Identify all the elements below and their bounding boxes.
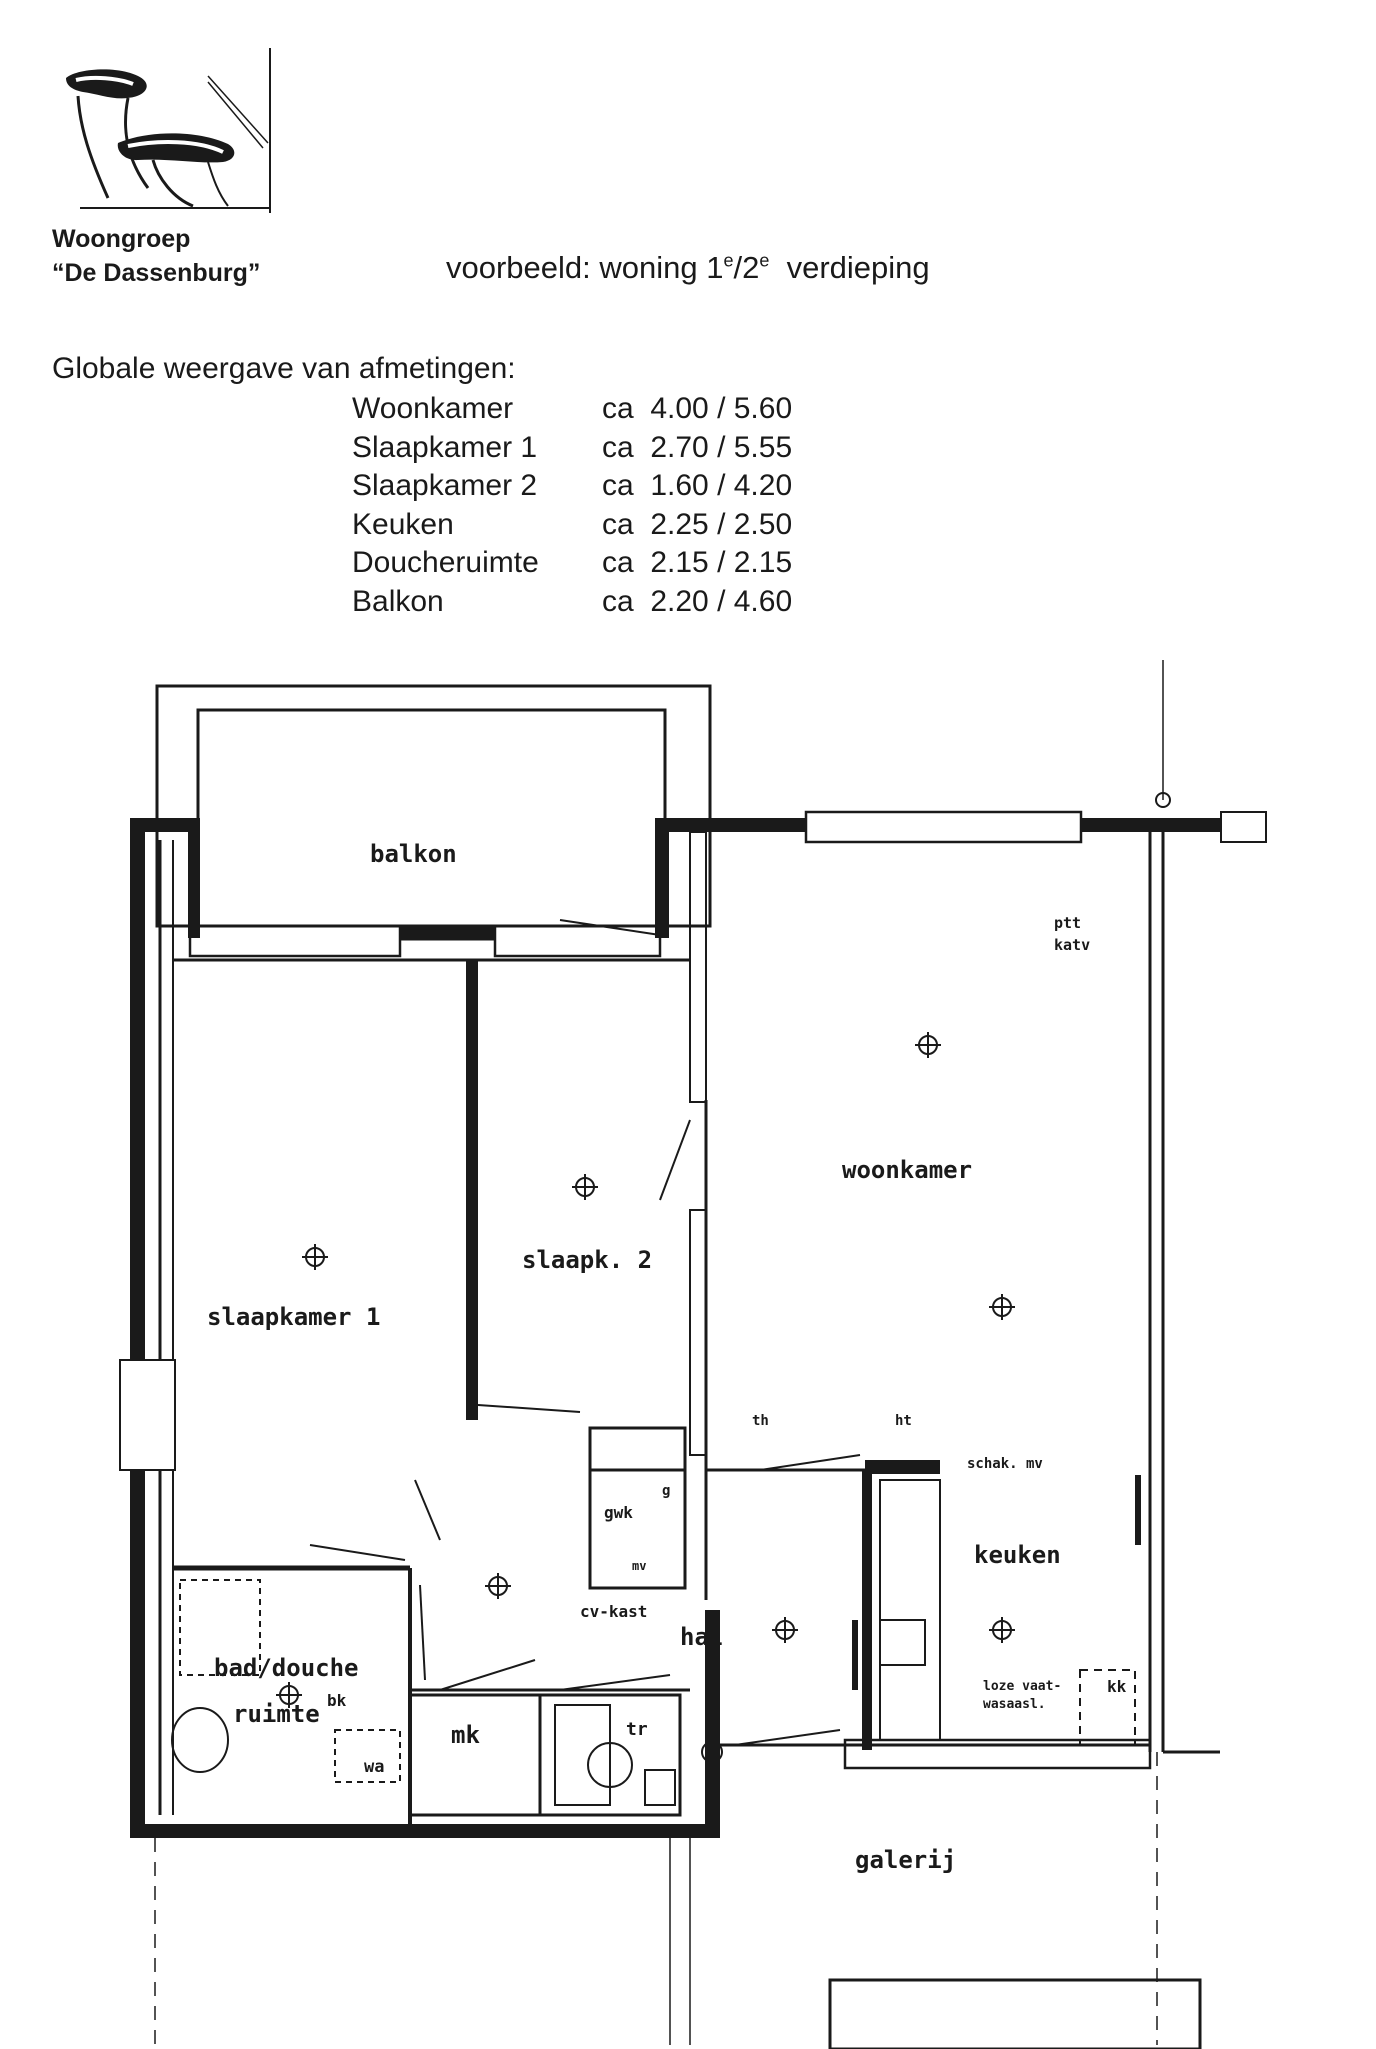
dassenburg-logo <box>66 48 271 213</box>
interior-walls <box>173 958 1136 1824</box>
room-name: Balkon <box>352 584 444 618</box>
room-dimensions: ca 1.60 / 4.20 <box>602 469 793 503</box>
dimensions-row: Slaapkamer 2 ca 1.60 / 4.20 <box>352 467 792 506</box>
room-dimensions: ca 4.00 / 5.60 <box>602 392 793 426</box>
room-dimensions: ca 2.25 / 2.50 <box>602 507 793 541</box>
dimensions-table: Woonkamer ca 4.00 / 5.60 Slaapkamer 1 ca 2… <box>352 390 792 621</box>
floor-plan: balkon slaapkamer 1 slaapk. 2 woonkamer … <box>119 660 1267 2049</box>
org-line-2: “De Dassenburg” <box>52 259 261 287</box>
subtitle-suffix: verdieping <box>786 250 930 285</box>
plan-labels: balkon slaapkamer 1 slaapk. 2 woonkamer … <box>207 840 1127 1874</box>
label-mk: mk <box>451 1721 480 1749</box>
label-th: th <box>752 1413 769 1429</box>
label-ht: ht <box>895 1413 912 1429</box>
organisation-name: Woongroep “De Dassenburg” <box>52 222 260 290</box>
gallery-lines <box>154 1752 1202 2049</box>
room-name: Slaapkamer 2 <box>352 469 538 503</box>
org-line-1: Woongroep <box>52 225 191 253</box>
label-cv-kast: cv-kast <box>580 1602 647 1621</box>
balcony-outline <box>155 684 712 958</box>
dimensions-heading: Globale weergave van afmetingen: <box>52 352 516 385</box>
label-woonkamer: woonkamer <box>842 1156 972 1184</box>
label-g: g <box>662 1483 670 1499</box>
label-ruimte: ruimte <box>233 1700 320 1728</box>
label-katv: katv <box>1054 936 1090 954</box>
light-points <box>276 1032 1015 1708</box>
room-dimensions: ca 2.15 / 2.15 <box>602 546 793 580</box>
label-wa: wa <box>364 1757 384 1777</box>
dimensions-row: Doucheruimte ca 2.15 / 2.15 <box>352 544 792 583</box>
label-bad-douche: bad/douche <box>214 1654 359 1682</box>
room-name: Keuken <box>352 507 454 541</box>
dimensions-row: Keuken ca 2.25 / 2.50 <box>352 506 792 545</box>
label-schak-mv: schak. mv <box>967 1456 1043 1472</box>
subtitle-mid: /2 <box>733 250 760 285</box>
outer-walls <box>119 660 1267 1838</box>
door-swings <box>309 919 861 1746</box>
label-gwk: gwk <box>604 1503 633 1522</box>
label-bk: bk <box>327 1691 347 1710</box>
label-loze-vaat: loze vaat- <box>983 1679 1061 1694</box>
subtitle-prefix: voorbeeld: woning 1 <box>446 250 724 285</box>
label-balkon: balkon <box>370 840 457 868</box>
room-name: Doucheruimte <box>352 546 539 580</box>
label-kk: kk <box>1107 1677 1127 1696</box>
dimensions-row: Woonkamer ca 4.00 / 5.60 <box>352 390 792 429</box>
subtitle-sup-1: e <box>723 250 734 271</box>
label-galerij: galerij <box>855 1846 956 1874</box>
label-slaapk-2: slaapk. 2 <box>522 1246 652 1274</box>
label-hal: hal <box>680 1623 723 1651</box>
dimensions-row: Balkon ca 2.20 / 4.60 <box>352 583 792 622</box>
page-subtitle: voorbeeld: woning 1e/2e verdieping <box>446 250 930 286</box>
room-name: Woonkamer <box>352 392 514 426</box>
room-name: Slaapkamer 1 <box>352 430 538 464</box>
subtitle-sup-2: e <box>759 250 770 271</box>
dimensions-row: Slaapkamer 1 ca 2.70 / 5.55 <box>352 429 792 468</box>
label-slaapkamer-1: slaapkamer 1 <box>207 1303 380 1331</box>
room-dimensions: ca 2.70 / 5.55 <box>602 430 793 464</box>
label-wasautom: wasaasl. <box>983 1697 1046 1712</box>
label-mv: mv <box>632 1559 646 1573</box>
label-keuken: keuken <box>974 1541 1061 1569</box>
fixtures <box>171 1475 1141 1806</box>
room-dimensions: ca 2.20 / 4.60 <box>602 584 793 618</box>
label-tr: tr <box>626 1719 648 1740</box>
label-ptt: ptt <box>1054 914 1081 932</box>
